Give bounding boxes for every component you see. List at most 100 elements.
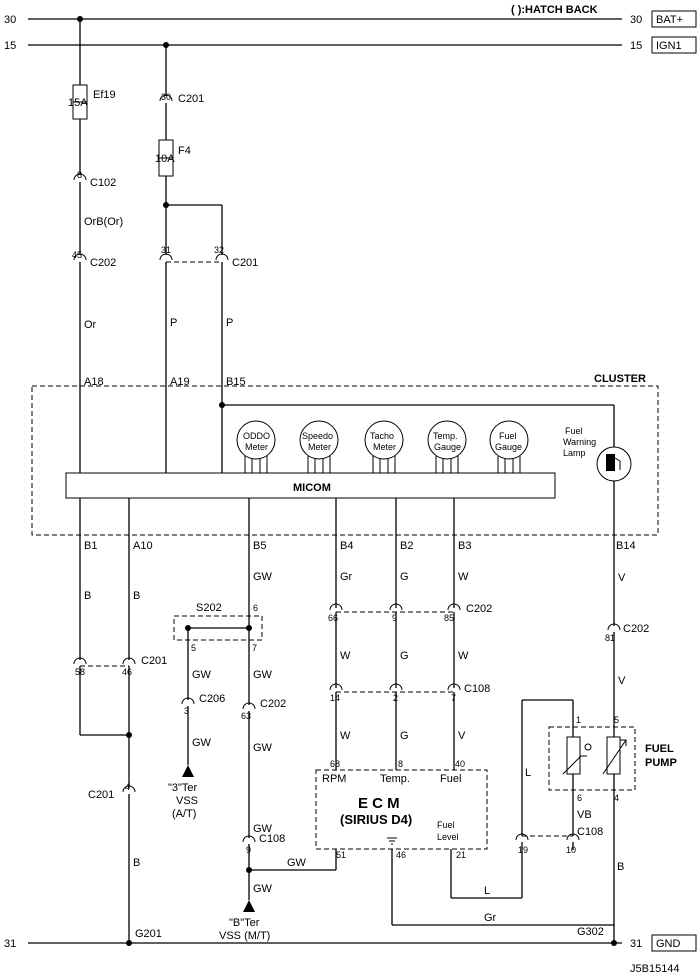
wire-or: Or: [84, 319, 97, 331]
fuel-warning-lamp: Fuel Warning Lamp: [563, 426, 632, 535]
svg-text:RPM: RPM: [322, 773, 346, 785]
svg-text:B: B: [133, 857, 140, 869]
svg-text:Gauge: Gauge: [495, 442, 522, 452]
wire-b1: B: [84, 590, 91, 602]
svg-text:"3"Ter: "3"Ter: [168, 782, 198, 794]
svg-text:(A/T): (A/T): [172, 808, 196, 820]
micom-block: [65, 472, 556, 499]
svg-text:6: 6: [253, 603, 258, 613]
svg-text:Tacho: Tacho: [370, 431, 394, 441]
c201-top-name: C201: [178, 93, 204, 105]
wire-p1: P: [170, 317, 177, 329]
vss-at-terminal-icon: [182, 765, 194, 777]
svg-text:Warning: Warning: [563, 437, 596, 447]
ecm-lower-wires: GW Gr L: [249, 849, 614, 926]
svg-text:C202: C202: [466, 603, 492, 615]
wire-gr1: Gr: [340, 571, 353, 583]
svg-text:VSS: VSS: [176, 795, 198, 807]
connector-c108-a: 14 2 7 C108 W G V: [329, 683, 490, 770]
svg-text:GW: GW: [192, 737, 212, 749]
svg-text:V: V: [618, 675, 626, 687]
c102-pin: 8: [77, 170, 82, 180]
svg-text:63: 63: [241, 711, 251, 721]
pin-b15: B15: [226, 376, 246, 388]
svg-text:VSS (M/T): VSS (M/T): [219, 930, 270, 942]
svg-text:5: 5: [191, 643, 196, 653]
svg-text:"B"Ter: "B"Ter: [229, 917, 260, 929]
svg-text:68: 68: [330, 759, 340, 769]
ecm-block: 68 8 40 RPM Temp. Fuel E C M (SIRIUS D4)…: [315, 759, 488, 860]
svg-text:81: 81: [605, 633, 615, 643]
gauge-speedo-meter: Speedo Meter: [299, 420, 339, 473]
micom-label: MICOM: [293, 482, 331, 494]
svg-text:Fuel: Fuel: [565, 426, 583, 436]
cluster-box: CLUSTER A18 A19 B15 MICOM ODDO Meter Spe…: [31, 373, 659, 536]
svg-text:C202: C202: [260, 698, 286, 710]
wire-b2: B: [133, 590, 140, 602]
pin-a19: A19: [170, 376, 190, 388]
c102-name: C102: [90, 177, 116, 189]
svg-text:PUMP: PUMP: [645, 757, 677, 769]
svg-text:GW: GW: [287, 857, 307, 869]
pin-b5: B5: [253, 540, 266, 552]
svg-text:C202: C202: [623, 623, 649, 635]
pin-b4: B4: [340, 540, 353, 552]
svg-text:Meter: Meter: [245, 442, 268, 452]
pin-b14: B14: [616, 540, 636, 552]
svg-text:C108: C108: [577, 826, 603, 838]
ground-g201: G201: [135, 928, 162, 940]
c201-b-pin2: 32: [214, 245, 224, 255]
svg-text:8: 8: [398, 759, 403, 769]
svg-text:19: 19: [518, 845, 528, 855]
c202-a-pin: 45: [72, 250, 82, 260]
svg-text:4: 4: [614, 793, 619, 803]
svg-text:5: 5: [614, 715, 619, 725]
svg-text:Fuel: Fuel: [437, 820, 455, 830]
wire-p2: P: [226, 317, 233, 329]
svg-text:3: 3: [184, 706, 189, 716]
svg-text:C201: C201: [88, 789, 114, 801]
svg-text:W: W: [340, 730, 351, 742]
ign-feed-wire: 30 C201 F4 10A 31 32 C201 P P: [155, 42, 258, 473]
svg-text:W: W: [458, 650, 469, 662]
svg-text:ODDO: ODDO: [243, 431, 270, 441]
svg-text:21: 21: [456, 850, 466, 860]
bat-circuit-left: 30: [4, 14, 16, 26]
svg-text:C206: C206: [199, 693, 225, 705]
svg-text:GW: GW: [253, 823, 273, 835]
svg-text:V: V: [458, 730, 466, 742]
svg-text:14: 14: [330, 693, 340, 703]
wire-v1: V: [618, 572, 626, 584]
bat-circuit-right: 30: [630, 14, 642, 26]
ground-g302: G302: [577, 926, 604, 938]
pin-b1: B1: [84, 540, 97, 552]
svg-text:L: L: [484, 885, 490, 897]
connector-c202-b: 66 9 85 C202 W G W: [328, 603, 492, 688]
wire-w1: W: [458, 571, 469, 583]
ign-label: IGN1: [656, 40, 682, 52]
svg-text:C201: C201: [141, 655, 167, 667]
svg-text:GW: GW: [253, 669, 273, 681]
svg-text:GW: GW: [253, 883, 273, 895]
document-id: J5B15144: [630, 963, 680, 975]
ecm-title: E C M: [358, 795, 400, 812]
ecm-subtitle: (SIRIUS D4): [340, 812, 412, 827]
svg-text:6: 6: [577, 793, 582, 803]
pin-b2: B2: [400, 540, 413, 552]
vss-mt-terminal-icon: [243, 900, 255, 912]
left-ground-return: 58 46 C201 4 C201 B G201: [73, 655, 167, 946]
fuse-ef19-name: Ef19: [93, 89, 116, 101]
c201-top-pin: 30: [161, 92, 171, 102]
svg-text:L: L: [525, 767, 531, 779]
ign-bus: 15 15 IGN1: [4, 36, 697, 54]
svg-text:Gr: Gr: [484, 912, 497, 924]
svg-text:9: 9: [392, 613, 397, 623]
fuel-pump-motor-icon: [606, 736, 621, 775]
svg-text:G: G: [400, 730, 409, 742]
ign-circuit-left: 15: [4, 40, 16, 52]
svg-text:1: 1: [576, 715, 581, 725]
fuel-pump-section: 81 C202 V 1 5 FUEL PUMP 6 4 VB B L 19: [515, 623, 677, 946]
s202-vss-section: S202 6 5 7 GW GW 3 C206 GW "3"Ter VSS (A…: [168, 602, 286, 942]
svg-text:Lamp: Lamp: [563, 448, 586, 458]
